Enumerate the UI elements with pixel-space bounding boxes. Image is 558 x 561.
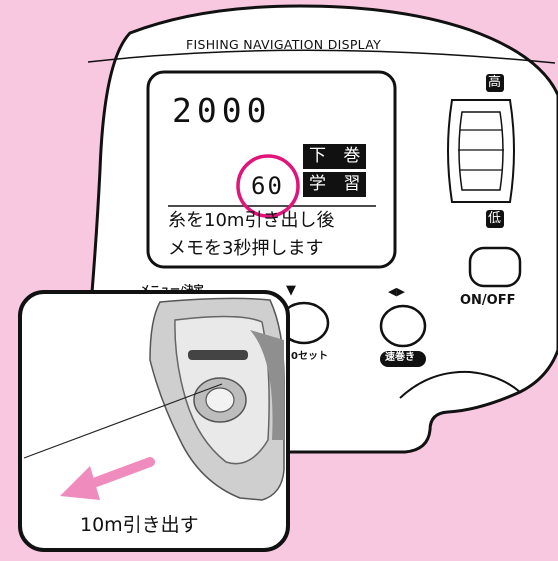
dial-high-box <box>486 74 504 92</box>
zero-set-label: 0セット <box>291 351 328 362</box>
inset-panel <box>18 290 290 552</box>
dial-high-label: 高 <box>488 75 502 90</box>
dial-low-box <box>486 210 504 228</box>
screen-label-top: 下 巻 <box>309 146 367 166</box>
reel-lower-curve <box>399 370 521 399</box>
pull-arrow <box>60 457 155 500</box>
speed-label-box <box>380 351 426 367</box>
title-separator <box>87 49 556 64</box>
inset-shadow <box>250 330 284 440</box>
depth-readout: 2000 <box>172 91 272 130</box>
label-block-bottom <box>303 172 366 197</box>
inset-spool-inner <box>205 387 235 413</box>
screen-label-bottom: 学 習 <box>309 174 367 194</box>
on-off-button[interactable] <box>468 246 522 288</box>
instruction-line-2: メモを3秒押します <box>168 238 324 259</box>
inset-dark-slot <box>188 350 248 360</box>
instruction-line-1: 糸を10m引き出し後 <box>168 210 335 231</box>
dial-low-label: 低 <box>488 211 502 226</box>
label-block-top <box>303 144 366 169</box>
dial-wheel <box>447 99 515 203</box>
dial-wheel-inner <box>458 111 504 191</box>
speed-button[interactable] <box>379 304 427 348</box>
device-title: FISHING NAVIGATION DISPLAY <box>186 37 382 52</box>
highlight-circle <box>236 154 300 218</box>
speed-label: 速巻き <box>385 352 415 363</box>
zero-symbol: ▼ <box>286 283 296 298</box>
on-off-label: ON/OFF <box>460 293 516 308</box>
menu-label: メニュー/決定 <box>140 285 204 296</box>
speed-symbol: ◀▶ <box>388 285 405 298</box>
inset-caption: 10m引き出す <box>80 514 199 536</box>
display-screen <box>146 70 397 269</box>
learn-value: 60 <box>251 172 284 200</box>
fishing-line <box>23 383 223 459</box>
